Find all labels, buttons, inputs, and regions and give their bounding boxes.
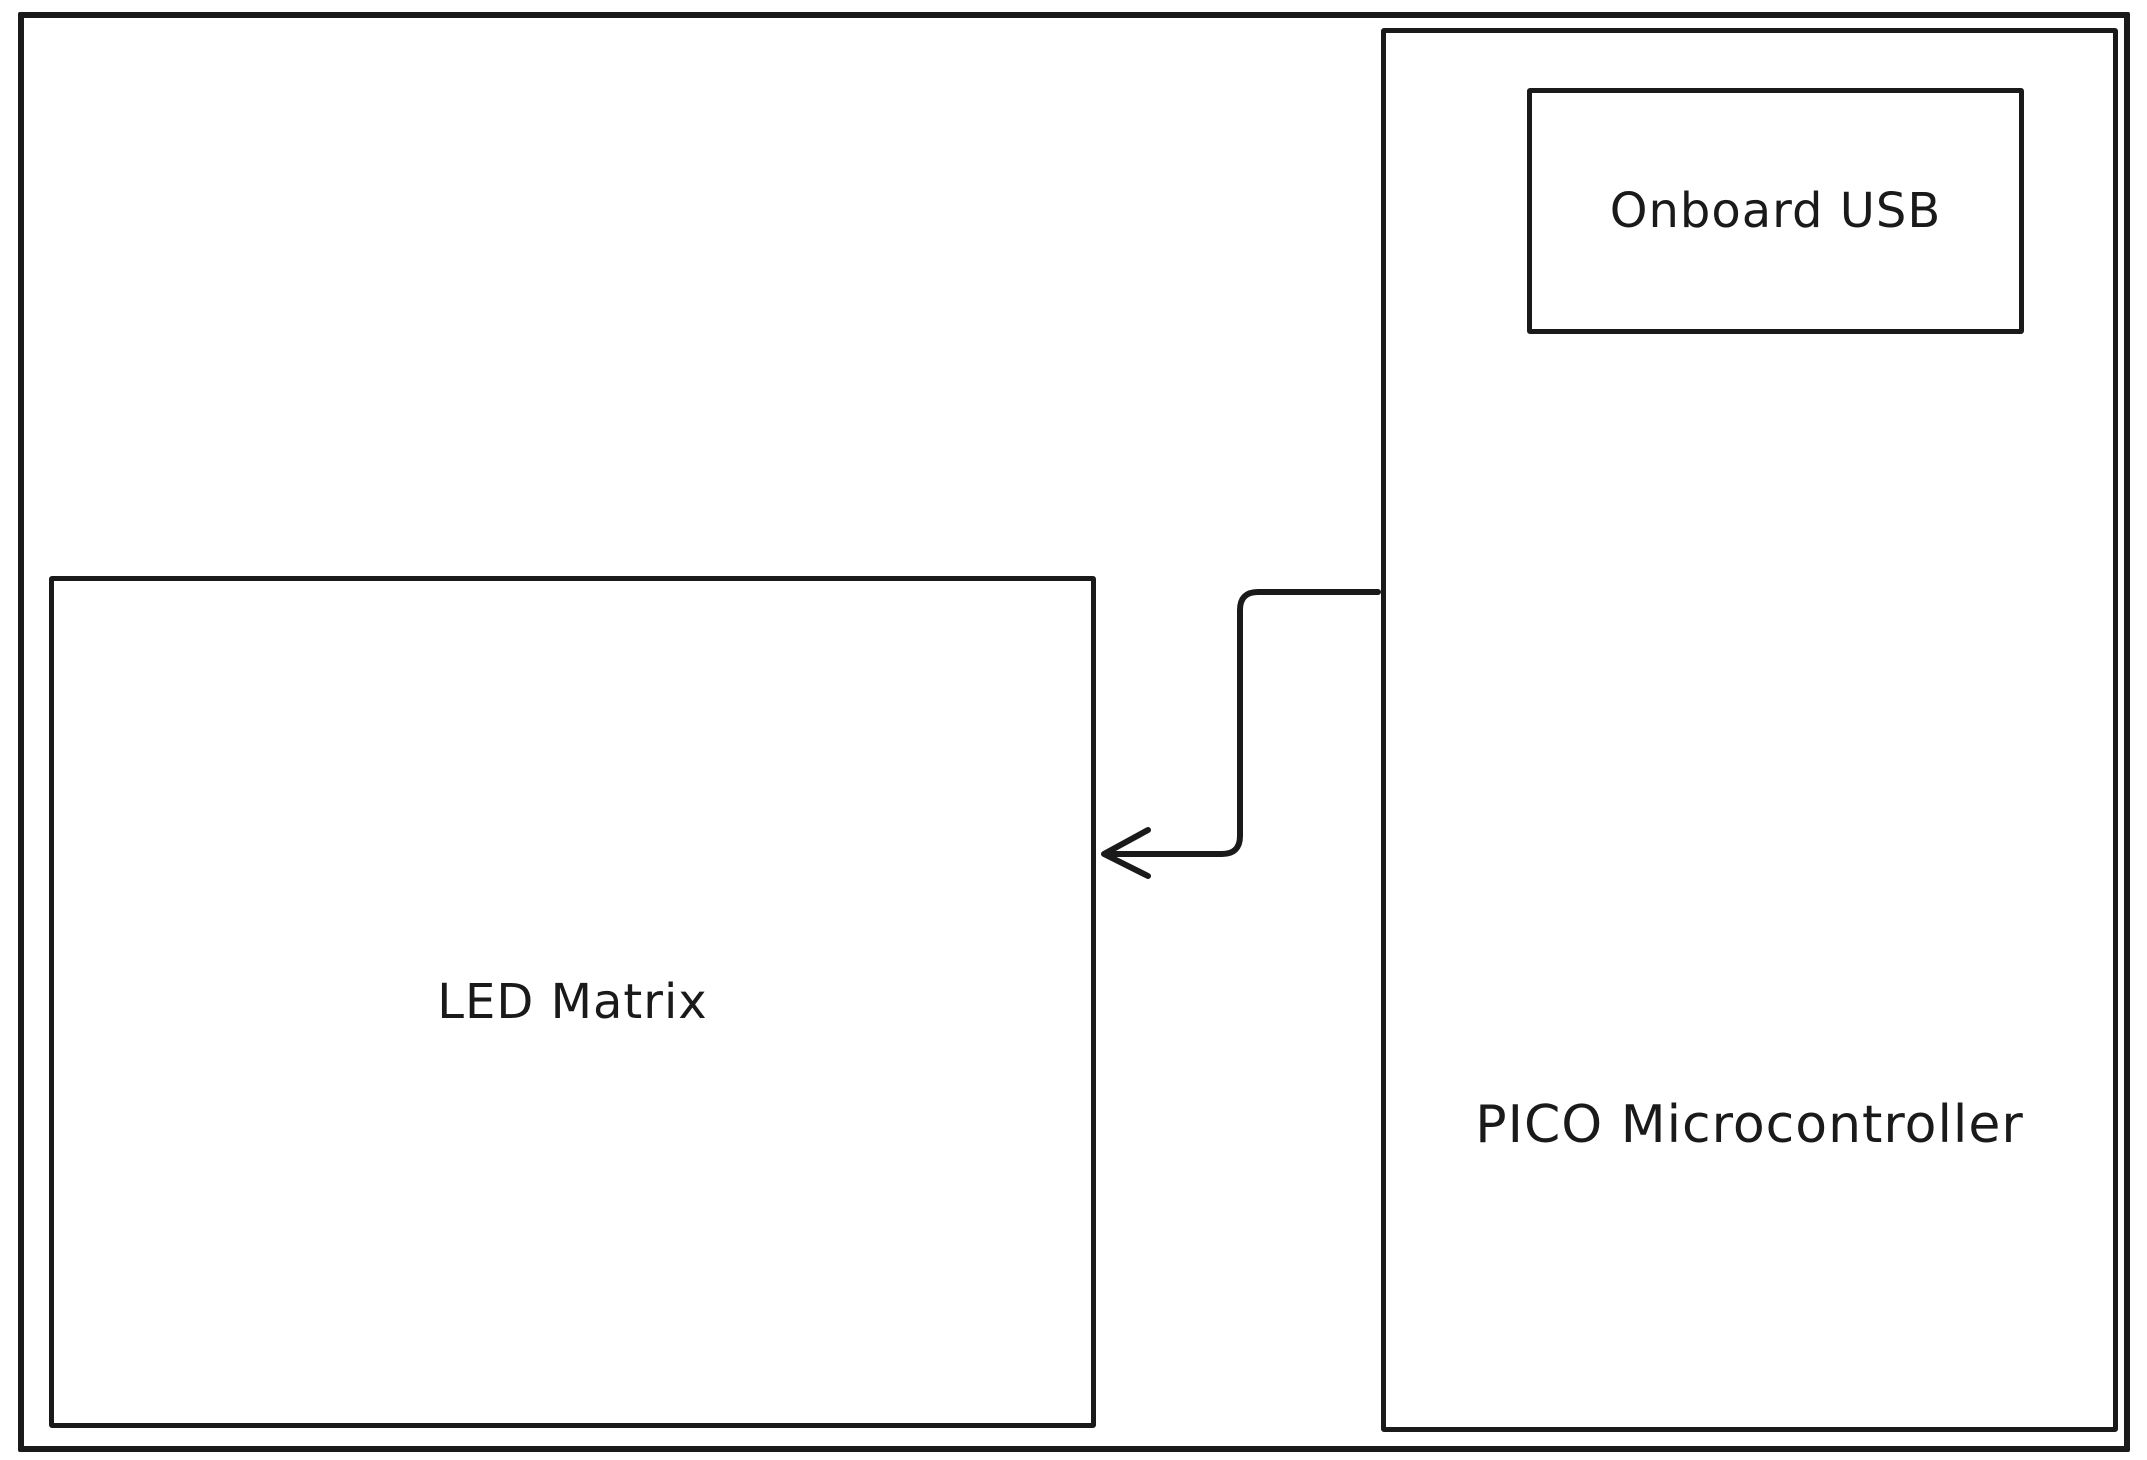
onboard-usb-node: Onboard USB: [1527, 88, 2024, 334]
onboard-usb-label: Onboard USB: [1609, 183, 1942, 239]
led-matrix-node: LED Matrix: [49, 576, 1096, 1428]
pico-microcontroller-label: PICO Microcontroller: [1475, 1095, 2024, 1155]
diagram-outer-frame: [18, 12, 2130, 1452]
led-matrix-label: LED Matrix: [437, 974, 708, 1030]
